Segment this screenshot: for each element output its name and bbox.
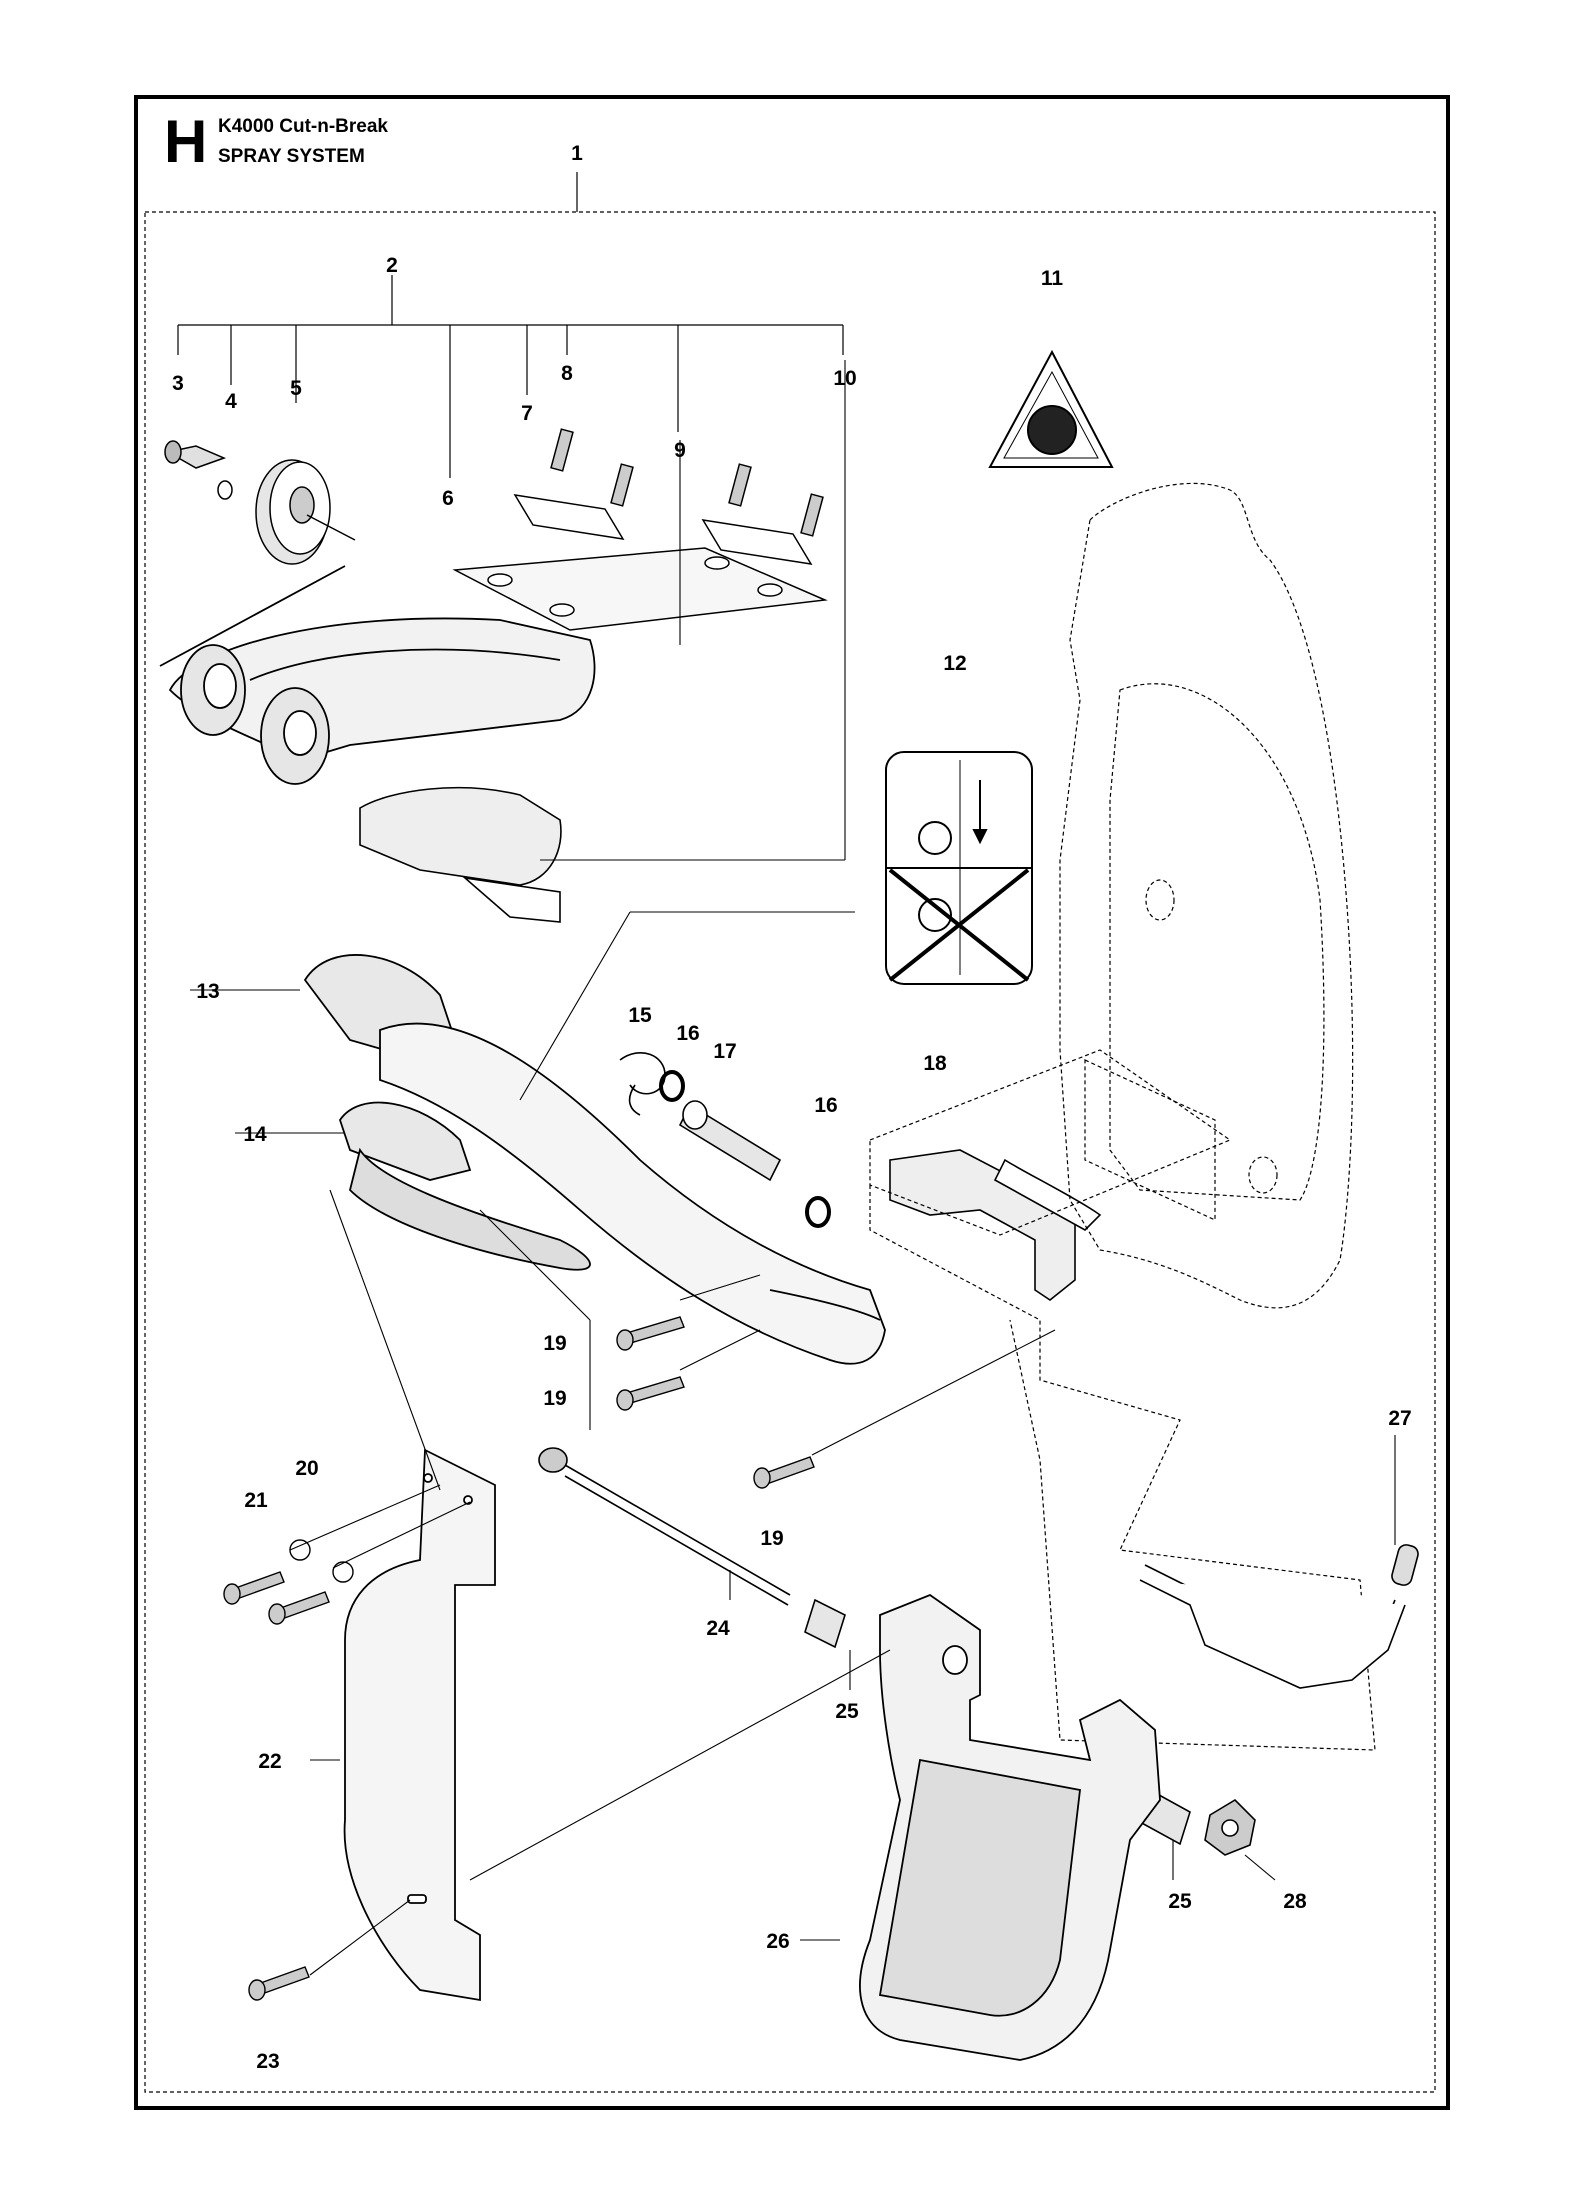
callout-28: 28 xyxy=(1283,1890,1307,1913)
callout-14: 14 xyxy=(243,1123,267,1146)
callout-20: 20 xyxy=(295,1457,318,1480)
callout-18: 18 xyxy=(923,1052,947,1075)
nozzle-holder xyxy=(359,786,562,923)
callout-12: 12 xyxy=(943,652,966,675)
main-arm xyxy=(379,1022,886,1365)
callout-1: 1 xyxy=(571,142,583,165)
rod xyxy=(1139,1544,1419,1689)
callouts: 1 2 3 4 5 6 7 8 9 10 11 12 13 14 15 16 1… xyxy=(172,142,1412,2073)
callout-5: 5 xyxy=(290,377,302,400)
callout-15: 15 xyxy=(628,1004,652,1027)
assembly-boundary xyxy=(144,211,1436,2093)
callout-7: 7 xyxy=(521,402,533,425)
warning-label xyxy=(988,349,1114,468)
callout-11: 11 xyxy=(1041,267,1064,290)
bracket xyxy=(889,1149,1102,1301)
callout-8: 8 xyxy=(561,362,573,385)
section-title: SPRAY SYSTEM xyxy=(218,146,365,167)
model-title: K4000 Cut-n-Break xyxy=(218,116,388,137)
callout-25b: 25 xyxy=(1168,1890,1192,1913)
callout-16a: 16 xyxy=(676,1022,699,1045)
page-frame xyxy=(134,95,1450,2110)
plates-and-screws xyxy=(452,428,828,631)
callout-2: 2 xyxy=(386,254,398,277)
callout-21: 21 xyxy=(244,1489,268,1512)
hose-parts xyxy=(619,1051,831,1228)
callout-22: 22 xyxy=(258,1750,281,1773)
callout-23: 23 xyxy=(256,2050,279,2073)
callout-24: 24 xyxy=(706,1617,730,1640)
callout-6: 6 xyxy=(442,487,454,510)
callout-10: 10 xyxy=(833,367,856,390)
callout-4: 4 xyxy=(225,390,237,413)
callout-26: 26 xyxy=(766,1930,789,1953)
guard-body xyxy=(159,565,596,785)
callout-19a: 19 xyxy=(543,1332,566,1355)
kit-2-bracket xyxy=(177,275,844,478)
callout-19b: 19 xyxy=(543,1387,566,1410)
handle xyxy=(859,1593,1161,2061)
long-bolt xyxy=(538,1447,791,1606)
machine-frame-outline xyxy=(869,482,1376,1751)
callout-16b: 16 xyxy=(814,1094,837,1117)
screws xyxy=(223,1316,815,2001)
instruction-label xyxy=(885,751,1033,985)
callout-3: 3 xyxy=(172,372,184,395)
callout-17: 17 xyxy=(713,1040,736,1063)
callout-9: 9 xyxy=(674,439,686,462)
handle-plate xyxy=(343,1448,496,2002)
section-letter: H xyxy=(164,108,208,175)
callout-25a: 25 xyxy=(835,1700,859,1723)
wheel-assembly xyxy=(164,440,356,565)
callout-27: 27 xyxy=(1388,1407,1411,1430)
callout-19c: 19 xyxy=(760,1527,783,1550)
leader-lines xyxy=(190,360,1396,1976)
callout-13: 13 xyxy=(196,980,219,1003)
